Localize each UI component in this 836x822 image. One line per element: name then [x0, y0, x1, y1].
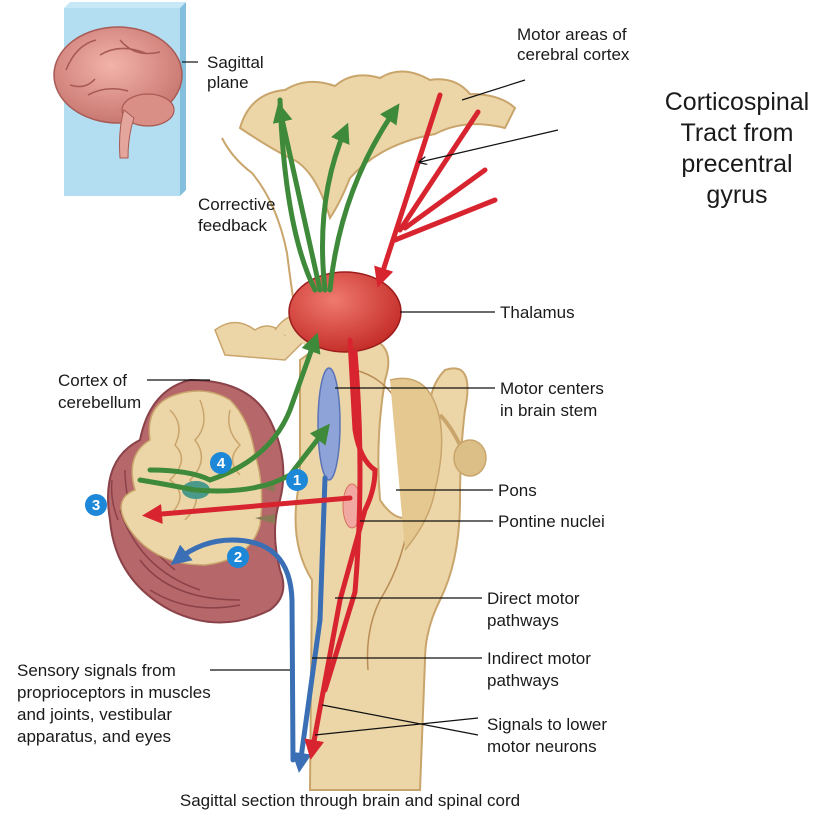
label-thalamus: Thalamus [500, 303, 575, 322]
label-motor-centers-2: in brain stem [500, 401, 597, 420]
step-badge-3: 3 [85, 494, 107, 516]
label-direct-motor-2: pathways [487, 611, 559, 630]
label-pons: Pons [498, 481, 537, 500]
label-motor-centers-1: Motor centers [500, 379, 604, 398]
label-cortex-cerebellum-2: cerebellum [58, 393, 141, 412]
label-direct-motor-1: Direct motor [487, 589, 580, 608]
label-sagittal-plane-2: plane [207, 73, 249, 92]
label-corticospinal-3: precentral [681, 150, 792, 178]
label-indirect-motor-1: Indirect motor [487, 649, 591, 668]
sagittal-inset [54, 2, 198, 196]
label-sensory-signals-3: and joints, vestibular [17, 705, 172, 724]
label-corticospinal-1: Corticospinal [665, 88, 810, 116]
step-badge-2: 2 [227, 546, 249, 568]
svg-text:2: 2 [234, 549, 242, 566]
svg-text:1: 1 [293, 472, 301, 489]
cerebellum [108, 380, 283, 623]
label-corrective-feedback-1: Corrective [198, 195, 275, 214]
step-badge-4: 4 [210, 452, 232, 474]
label-sagittal-plane-1: Sagittal [207, 53, 264, 72]
label-sensory-signals-4: apparatus, and eyes [17, 727, 171, 746]
label-corticospinal-2: Tract from [681, 119, 794, 147]
label-lower-motor-2: motor neurons [487, 737, 597, 756]
step-badge-1: 1 [286, 469, 308, 491]
label-motor-areas-1: Motor areas of [517, 25, 627, 44]
label-cortex-cerebellum-1: Cortex of [58, 371, 127, 390]
label-indirect-motor-2: pathways [487, 671, 559, 690]
label-sensory-signals-1: Sensory signals from [17, 661, 176, 680]
thalamus-shape [289, 272, 401, 352]
motor-centers-shape [318, 368, 340, 480]
diagram-caption: Sagittal section through brain and spina… [180, 791, 520, 810]
label-corrective-feedback-2: feedback [198, 216, 267, 235]
label-sensory-signals-2: proprioceptors in muscles [17, 683, 211, 702]
label-motor-areas-2: cerebral cortex [517, 45, 630, 64]
label-corticospinal-4: gyrus [706, 181, 767, 209]
label-pontine-nuclei: Pontine nuclei [498, 512, 605, 531]
label-lower-motor-1: Signals to lower [487, 715, 607, 734]
svg-text:3: 3 [92, 497, 100, 514]
svg-text:4: 4 [217, 455, 226, 472]
